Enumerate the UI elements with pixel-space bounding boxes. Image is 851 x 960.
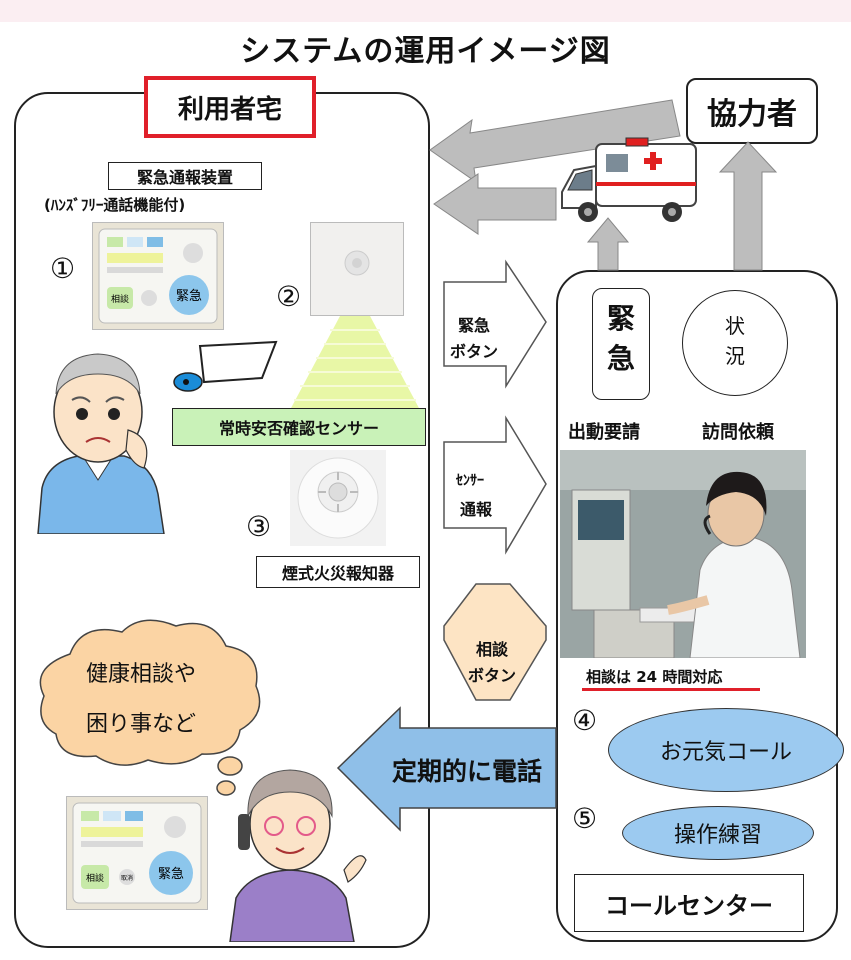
operator-photo [560, 450, 806, 658]
number-2: ② [276, 280, 302, 313]
emergency-arrow-text-1: 緊急 [458, 316, 491, 335]
center-emergency-line-1: 緊 [606, 302, 635, 335]
genki-call-ellipse: お元気コール [608, 708, 844, 792]
consult-arrow-text-1: 相談 [476, 640, 509, 659]
call-arrow-text: 定期的に電話 [392, 757, 543, 786]
hours-underline [582, 688, 760, 691]
helper-label: 協力者 [707, 97, 797, 132]
elderly-woman-icon [229, 769, 367, 942]
up-arrow-helper [718, 141, 778, 271]
device-label: 緊急通報装置 [108, 162, 262, 190]
ceiling-sensor-icon [310, 222, 404, 316]
ambulance-to-home-arrow [433, 173, 557, 235]
emergency-arrow-text-2: ボタン [450, 342, 499, 361]
ambulance-icon [561, 137, 697, 222]
center-status-circle: 状 況 [682, 290, 788, 396]
call-arrow [336, 706, 557, 832]
dispatch-text: 出動要請 [568, 422, 640, 443]
device2-emergency-text: 緊急 [158, 867, 184, 882]
sensor-arrow-text-2: 通報 [460, 500, 493, 519]
number-1: ① [50, 252, 76, 285]
number-4: ④ [572, 704, 598, 737]
center-status-line-2: 況 [725, 344, 745, 368]
emergency-arrow [443, 259, 547, 389]
top-band [0, 0, 851, 22]
thought-text-1: 健康相談や [86, 662, 197, 687]
hours-text: 相談は 24 時間対応 [586, 668, 723, 686]
sensor-arrow [443, 415, 547, 555]
page-title: システムの運用イメージ図 [240, 34, 611, 69]
visit-text: 訪問依頼 [702, 422, 774, 443]
center-emergency-line-2: 急 [606, 342, 635, 375]
helper-box: 協力者 [686, 78, 818, 144]
elderly-man-icon [37, 353, 165, 534]
practice-text: 操作練習 [673, 823, 762, 848]
sensor-field-outline [173, 340, 278, 392]
genki-call-text: お元気コール [659, 740, 792, 765]
number-3: ③ [246, 510, 272, 543]
consult-arrow-text-2: ボタン [468, 666, 517, 685]
thought-cloud [39, 619, 261, 796]
device2-cancel-text: 取消 [121, 874, 133, 882]
thought-text-2: 困り事など [86, 712, 197, 737]
smoke-detector-icon [290, 450, 386, 546]
sensor-label: 常時安否確認センサー [172, 408, 426, 446]
device-emergency-text: 緊急 [176, 289, 202, 304]
up-arrow-ambulance [586, 217, 630, 271]
device-sub-label: (ﾊﾝｽﾞﾌﾘｰ通話機能付) [44, 196, 186, 214]
number-5: ⑤ [572, 802, 598, 835]
emergency-device-icon: 相談 緊急 [92, 222, 224, 330]
device2-consult-text: 相談 [86, 872, 104, 884]
sensor-arrow-text-1: ｾﾝｻｰ [456, 473, 484, 489]
emergency-device-icon-2: 相談 取消 緊急 [66, 796, 208, 910]
consult-double-arrow [443, 583, 547, 701]
center-emergency-box: 緊 急 [592, 288, 650, 400]
center-status-line-1: 状 [725, 314, 745, 338]
home-label: 利用者宅 [144, 76, 316, 138]
device-consult-text: 相談 [111, 293, 129, 305]
practice-ellipse: 操作練習 [622, 806, 814, 860]
sensor-beam [290, 316, 420, 410]
smoke-detector-label: 煙式火災報知器 [256, 556, 420, 588]
call-center-label: コールセンター [574, 874, 804, 932]
